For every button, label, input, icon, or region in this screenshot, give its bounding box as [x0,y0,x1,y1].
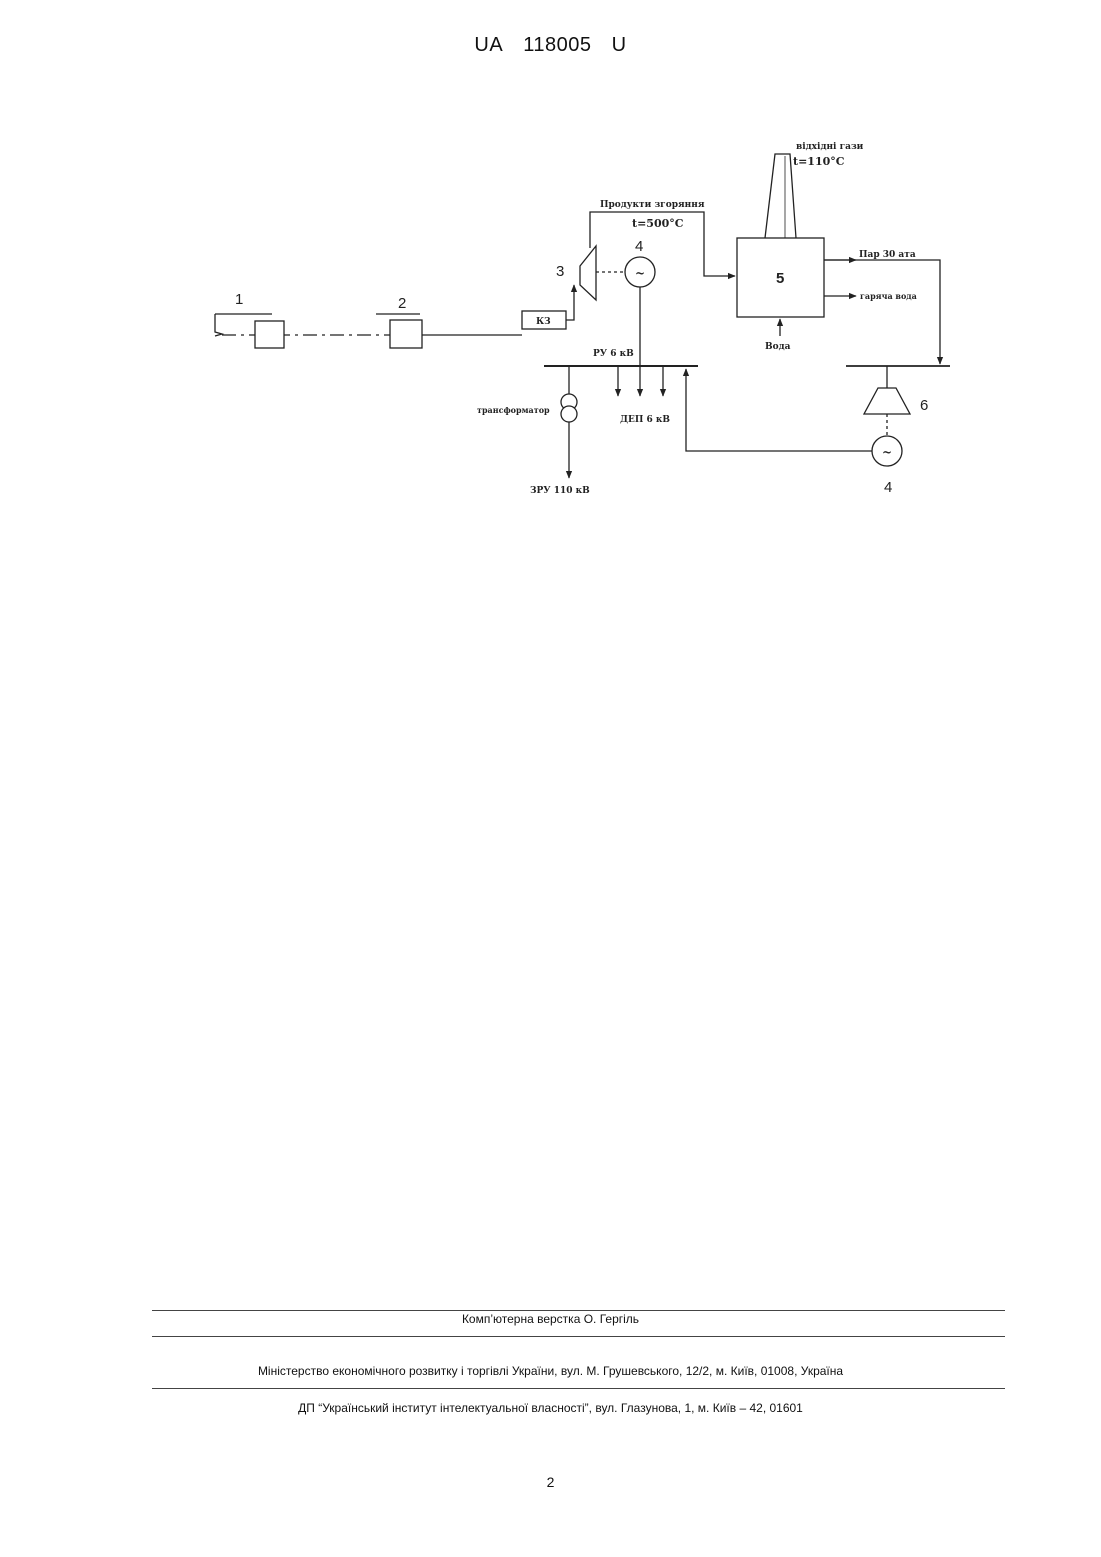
label-1: 1 [235,291,243,308]
label-2: 2 [398,295,406,312]
generator-bottom-to-bus [686,369,872,451]
block-1 [255,321,284,348]
wellhead-symbol [215,314,222,336]
dep-label: ДЕП 6 кВ [620,415,670,425]
label-4-bottom: 4 [884,479,892,496]
label-4-top: 4 [635,238,643,255]
ministry-address: Міністерство економічного розвитку і тор… [0,1364,1101,1378]
combustion-products-label: Продукти згоряння [600,200,705,210]
label-6: 6 [920,397,928,414]
kz-label: КЗ [536,317,551,327]
steam-label: Пар 30 ата [859,250,916,260]
gas-turbine-3 [580,246,596,300]
water-label: Вода [765,342,791,352]
hot-water-label: гаряча вода [860,291,917,301]
institute-address: ДП “Український інститут інтелектуальної… [0,1401,1101,1415]
bus-label: РУ 6 кВ [593,349,634,359]
label-5: 5 [776,270,784,287]
temperature-500-label: t=500°C [632,217,684,230]
page-number: 2 [0,1474,1101,1490]
generator-symbol-bottom: ~ [882,445,892,459]
process-diagram: 1 2 3 4 5 6 4 КЗ Продукти згоряння t=500… [0,0,1101,520]
footer-rule-2 [152,1336,1005,1337]
transformer-label: трансформатор [477,405,550,415]
label-3: 3 [556,263,564,280]
generator-symbol-top: ~ [635,266,645,280]
temperature-110-label: t=110°C [793,155,845,168]
footer-rule-1 [152,1310,1005,1311]
kz-to-turbine [566,285,574,320]
block-2 [390,320,422,348]
steam-line [824,260,940,364]
footer-rule-3 [152,1388,1005,1389]
steam-turbine-6 [864,388,910,414]
transformer-winding-2 [561,406,577,422]
chimney [765,154,796,238]
zru-label: ЗРУ 110 кВ [530,486,590,496]
layout-credit: Комп’ютерна верстка О. Гергіль [0,1312,1101,1326]
flue-gas-label: відхідні гази [796,142,864,152]
